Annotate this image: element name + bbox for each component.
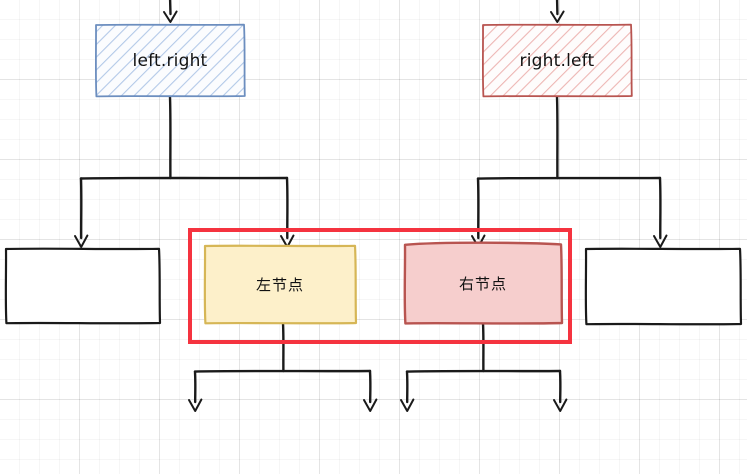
- edge-right-node-children[interactable]: [405, 321, 562, 373]
- edge-left-node-children[interactable]: [193, 321, 372, 373]
- edge-left-node-child-1[interactable]: [188, 370, 203, 412]
- hit-node-left-right[interactable]: [95, 24, 245, 97]
- edge-right-node-child-2[interactable]: [553, 369, 568, 412]
- edge-left-right-to-empty[interactable]: [74, 177, 89, 248]
- node-right-node[interactable]: [403, 241, 564, 325]
- hit-node-right-left[interactable]: [482, 24, 632, 97]
- hit-node-far-left-empty[interactable]: [5, 248, 160, 323]
- node-left-node[interactable]: [203, 244, 358, 325]
- edge-left-right-split[interactable]: [79, 95, 289, 180]
- node-far-left-empty[interactable]: [4, 247, 162, 325]
- edge-right-node-child-1[interactable]: [400, 370, 415, 412]
- node-far-right-empty[interactable]: [584, 247, 743, 326]
- selection-rectangle[interactable]: [188, 228, 572, 344]
- incoming-arrow-right-left[interactable]: [550, 0, 565, 23]
- hit-node-right-node[interactable]: [404, 243, 562, 323]
- node-left-right[interactable]: [94, 23, 246, 98]
- edge-right-left-split[interactable]: [476, 95, 662, 180]
- edge-right-left-to-empty[interactable]: [653, 176, 668, 248]
- incoming-arrow-left-right[interactable]: [163, 0, 178, 23]
- hit-node-left-node[interactable]: [204, 245, 356, 323]
- hit-node-far-right-empty[interactable]: [585, 248, 740, 324]
- edge-left-node-child-2[interactable]: [363, 369, 378, 412]
- node-right-left[interactable]: [481, 23, 633, 98]
